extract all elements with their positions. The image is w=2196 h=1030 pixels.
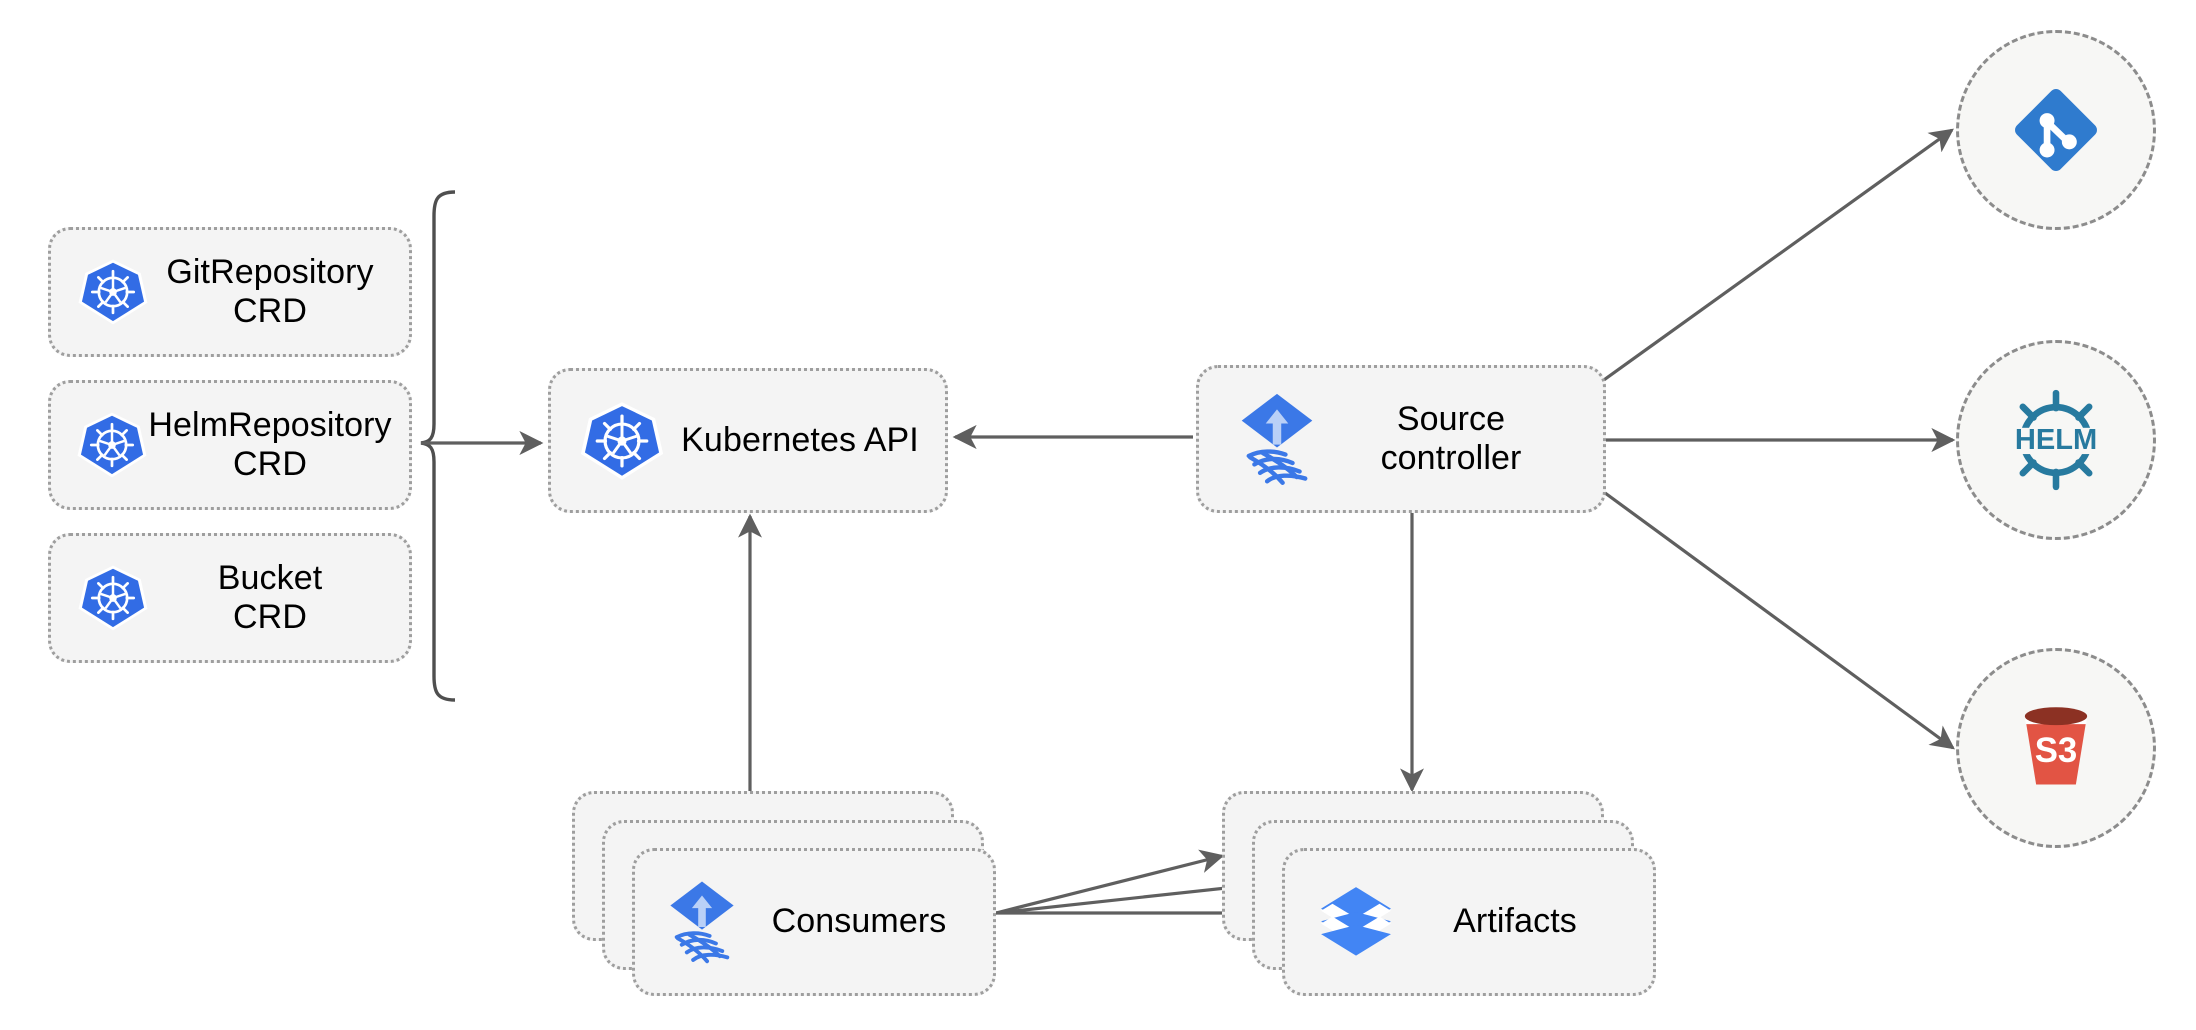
edge-source-controller-to-git (1600, 128, 1954, 384)
crd-box-bucket[interactable]: Bucket CRD (48, 533, 412, 663)
flux-source-controller-icon (661, 879, 743, 965)
node-label: Artifacts (1453, 902, 1577, 941)
crd-box-gitrepository[interactable]: GitRepository CRD (48, 227, 412, 357)
node-consumers[interactable]: Consumers (632, 848, 996, 996)
node-artifacts[interactable]: Artifacts (1282, 848, 1656, 996)
s3-bucket-icon: S3 (2003, 695, 2109, 801)
flux-source-controller-icon (1231, 391, 1323, 487)
layers-icon (1313, 879, 1399, 965)
external-node-git[interactable] (1956, 30, 2156, 230)
external-node-helm[interactable]: HELM (1956, 340, 2156, 540)
node-label: Source controller (1380, 399, 1522, 477)
crd-group-brace (420, 190, 456, 702)
crd-label: HelmRepository CRD (148, 405, 392, 483)
node-source-controller[interactable]: Source controller (1196, 365, 1606, 513)
helm-icon: HELM (1996, 380, 2116, 500)
edge-source-controller-to-s3 (1600, 488, 1955, 750)
crd-box-helmrepository[interactable]: HelmRepository CRD (48, 380, 412, 510)
node-label: Kubernetes API (681, 420, 919, 459)
kubernetes-icon (77, 562, 149, 634)
node-label: Consumers (771, 902, 947, 941)
kubernetes-icon (76, 409, 148, 481)
crd-label: Bucket CRD (217, 558, 323, 636)
helm-wordmark: HELM (2015, 424, 2097, 456)
kubernetes-icon (579, 398, 665, 484)
crd-label: GitRepository CRD (166, 252, 374, 330)
external-node-s3[interactable]: S3 (1956, 648, 2156, 848)
s3-wordmark: S3 (2035, 732, 2078, 770)
edge-consumers-to-artifacts-2 (995, 875, 1257, 915)
git-icon (2004, 78, 2108, 182)
kubernetes-icon (77, 256, 149, 328)
node-kubernetes-api[interactable]: Kubernetes API (548, 368, 948, 513)
edge-consumers-to-artifacts-1 (995, 849, 1225, 915)
